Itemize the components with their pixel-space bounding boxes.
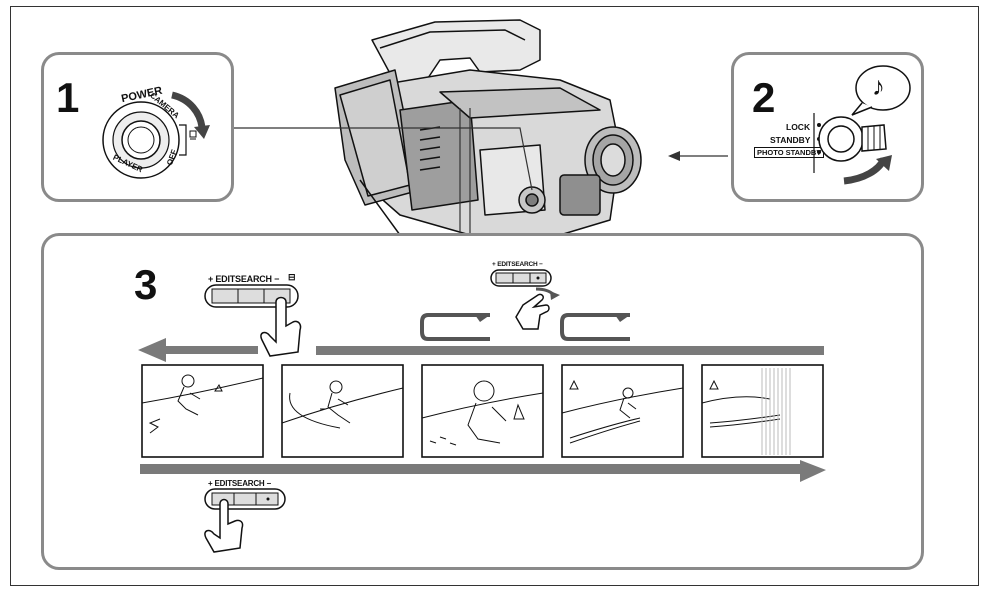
frame-4 (561, 364, 684, 458)
lock-label: LOCK (786, 122, 811, 132)
frame-1 (141, 364, 264, 458)
frame-2 (281, 364, 404, 458)
playback-frames-strip (141, 364, 824, 458)
editsearch-main-minus-glyph: ⊟ (288, 272, 296, 282)
editsearch-top-button[interactable] (488, 267, 578, 347)
editsearch-main-label: + EDITSEARCH − (208, 274, 280, 284)
editsearch-main-button[interactable] (200, 280, 320, 380)
editsearch-bottom-label: + EDITSEARCH − (208, 479, 271, 488)
loop-arrow-left (420, 313, 490, 341)
beep-note-icon: ♪ (872, 71, 885, 101)
standby-switch-illustration (813, 113, 892, 185)
standby-label: STANDBY (770, 135, 811, 145)
step-1-number: 1 (56, 74, 80, 121)
editsearch-bottom-button[interactable] (200, 486, 300, 576)
editsearch-top-label: + EDITSEARCH − (492, 261, 543, 268)
step-2-number: 2 (752, 74, 776, 121)
power-dial-illustration (102, 91, 210, 179)
step-2-panel: 2 ♪ LOCK STANDBY PHOTO STANDBY (731, 52, 924, 202)
rewind-direction-arrow (138, 338, 824, 362)
forward-direction-arrow (140, 460, 826, 482)
beep-speech-bubble (851, 65, 911, 116)
camcorder-illustration (230, 19, 728, 240)
frame-3 (421, 364, 544, 458)
loop-arrow-right (560, 313, 630, 341)
step-3-number: 3 (134, 261, 158, 308)
step-1-panel: 1 POWER CAMERA PLAYER OFF (41, 52, 234, 202)
figure-frame (10, 6, 979, 586)
